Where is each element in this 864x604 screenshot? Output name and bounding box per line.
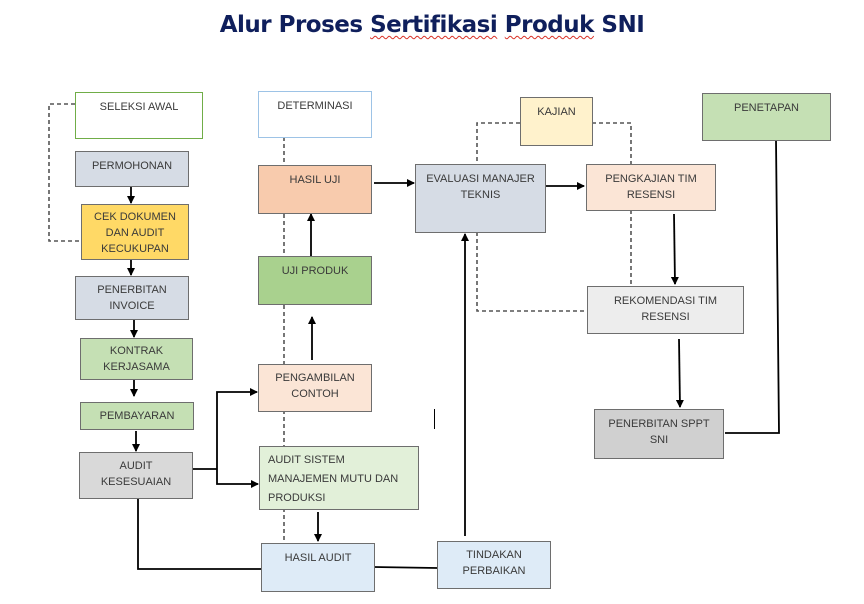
node-label: SELEKSI AWAL <box>99 101 179 113</box>
node-label: EVALUASI MANAJER <box>426 173 535 185</box>
node-uji-produk: UJI PRODUK <box>258 256 372 305</box>
dashed-evaluasi-rekomendasi <box>476 232 587 312</box>
node-label: HASIL AUDIT <box>284 552 352 564</box>
node-label: AUDIT SISTEM <box>268 454 345 466</box>
node-label: INVOICE <box>109 300 155 312</box>
node-pengambilan-contoh: PENGAMBILAN CONTOH <box>258 364 372 412</box>
dashed-seleksi-cek <box>48 103 81 242</box>
node-pembayaran: PEMBAYARAN <box>80 402 194 430</box>
arrow-branch-pengambilan <box>216 388 258 469</box>
text-cursor <box>434 409 435 429</box>
node-audit-kesesuaian: AUDIT KESESUAIAN <box>79 452 193 499</box>
node-label: HASIL UJI <box>289 174 341 186</box>
node-label: CONTOH <box>291 388 339 400</box>
node-audit-sistem: AUDIT SISTEM MANAJEMEN MUTU DAN PRODUKSI <box>259 446 419 510</box>
node-tindakan-perbaikan: TINDAKAN PERBAIKAN <box>437 541 551 589</box>
node-permohonan: PERMOHONAN <box>75 151 189 187</box>
line-hasilaudit-tindakan <box>373 566 438 569</box>
title-prefix: Alur Proses <box>219 12 371 38</box>
node-seleksi-awal: SELEKSI AWAL <box>75 92 203 139</box>
node-hasil-audit: HASIL AUDIT <box>261 543 375 592</box>
dashed-kajian-evaluasi <box>476 122 520 164</box>
node-label: CEK DOKUMEN <box>94 211 176 223</box>
node-label: DETERMINASI <box>277 100 353 112</box>
arrow-branch-auditsistem <box>216 469 259 488</box>
node-label: REKOMENDASI TIM <box>613 295 718 307</box>
node-label: RESENSI <box>641 311 690 323</box>
node-label: PENGAMBILAN <box>275 372 355 384</box>
node-kontrak-kerjasama: KONTRAK KERJASAMA <box>80 338 193 380</box>
line-audit-hasilaudit <box>137 498 261 570</box>
node-penerbitan-sppt: PENERBITAN SPPT SNI <box>594 409 724 459</box>
diagram-title: Alur Proses Sertifikasi Produk SNI <box>0 12 864 38</box>
node-label: KECUKUPAN <box>101 243 169 255</box>
node-label: DAN AUDIT <box>105 227 165 239</box>
node-label: TEKNIS <box>460 189 501 201</box>
arrow-rekomendasi-sppt <box>675 338 684 408</box>
node-penerbitan-invoice: PENERBITAN INVOICE <box>75 276 189 320</box>
title-word-sertifikasi: Sertifikasi <box>370 12 498 38</box>
node-label: KESESUAIAN <box>100 476 172 488</box>
node-penetapan: PENETAPAN <box>702 93 831 141</box>
node-rekomendasi-tim: REKOMENDASI TIM RESENSI <box>587 286 744 334</box>
node-label: PERBAIKAN <box>462 565 526 577</box>
arrow-pengkajian-rekomendasi <box>670 213 679 285</box>
node-label: MANAJEMEN MUTU DAN <box>268 473 399 485</box>
node-label: AUDIT <box>119 460 153 472</box>
node-determinasi: DETERMINASI <box>258 91 372 138</box>
node-label: RESENSI <box>626 189 676 201</box>
node-kajian: KAJIAN <box>520 97 593 146</box>
node-label: SNI <box>649 434 669 446</box>
dashed-kajian-pengkajian <box>592 122 632 164</box>
title-suffix: SNI <box>593 12 645 38</box>
node-label: UJI PRODUK <box>281 265 349 277</box>
node-label: KAJIAN <box>537 106 576 118</box>
node-label: PENERBITAN <box>97 284 167 296</box>
node-label: KONTRAK <box>109 345 164 357</box>
title-word-produk: Produk <box>504 12 595 38</box>
node-label: PEMBAYARAN <box>99 410 175 422</box>
node-label: PENERBITAN SPPT <box>608 418 710 430</box>
node-pengkajian-tim: PENGKAJIAN TIM RESENSI <box>586 164 716 211</box>
line-penetapan-sppt <box>725 139 780 434</box>
node-label: PRODUKSI <box>268 492 326 504</box>
node-label: KERJASAMA <box>103 361 170 373</box>
node-cek-dokumen: CEK DOKUMEN DAN AUDIT KECUKUPAN <box>81 204 189 260</box>
node-label: PENGKAJIAN TIM <box>605 173 697 185</box>
node-label: TINDAKAN <box>466 549 522 561</box>
node-evaluasi-manajer: EVALUASI MANAJER TEKNIS <box>415 164 546 233</box>
node-hasil-uji: HASIL UJI <box>258 165 372 214</box>
node-label: PENETAPAN <box>734 102 799 114</box>
node-label: PERMOHONAN <box>91 160 173 172</box>
